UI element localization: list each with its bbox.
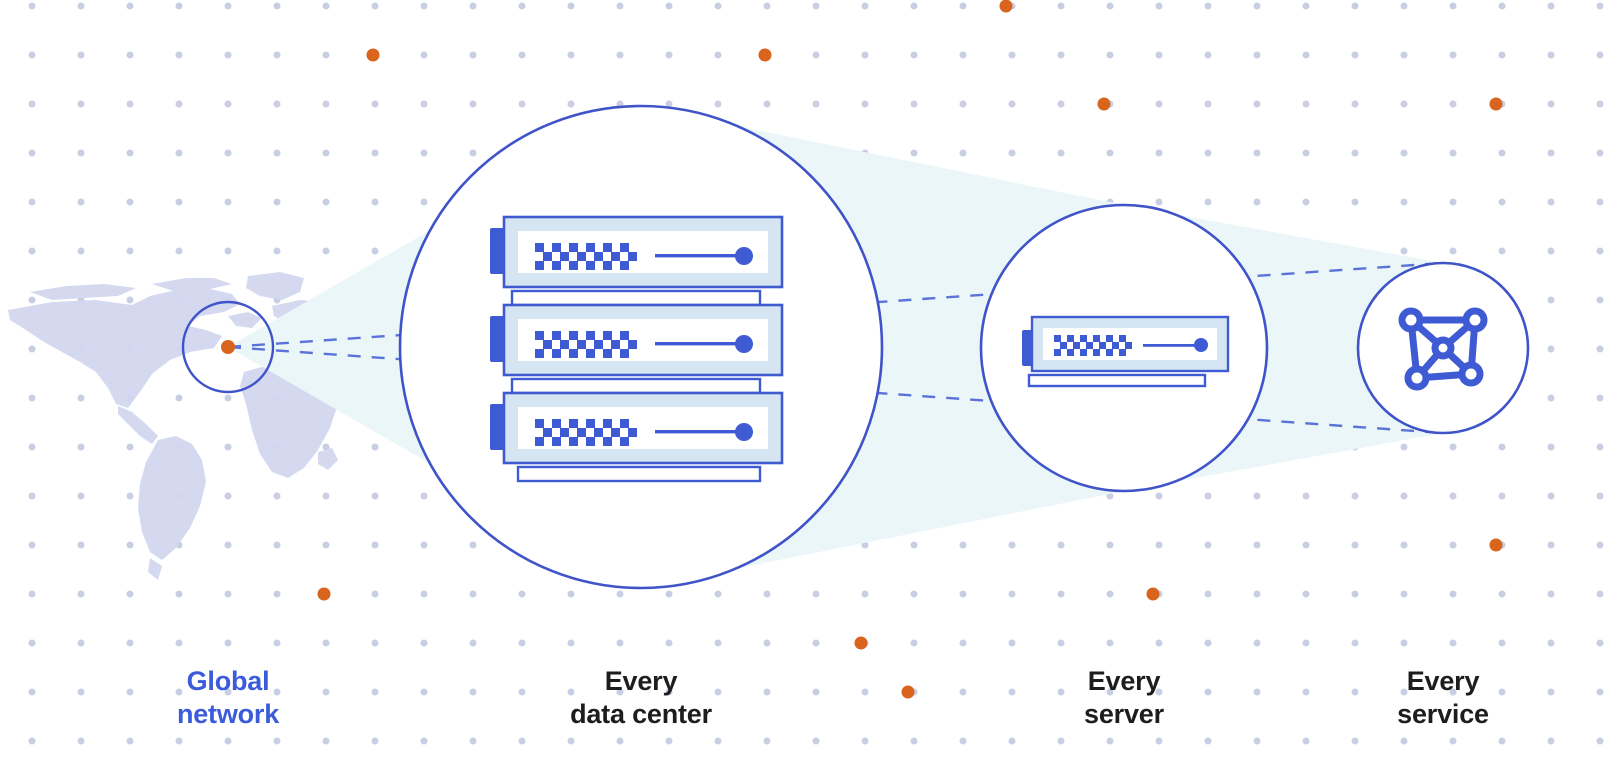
status-line <box>655 342 747 346</box>
service-mesh-nodes <box>1398 307 1488 391</box>
status-led <box>1194 338 1208 352</box>
stage-every-service[interactable] <box>1356 261 1530 435</box>
rack-base-bar <box>516 465 762 483</box>
status-line <box>655 430 747 434</box>
server-unit <box>1022 315 1230 373</box>
status-led <box>735 423 753 441</box>
vent-grid <box>1054 335 1132 356</box>
server-base-bar <box>1027 373 1207 388</box>
status-line <box>1143 344 1197 347</box>
stage-global-network[interactable] <box>181 300 275 394</box>
status-line <box>655 254 747 258</box>
stage-every-server[interactable] <box>979 203 1269 493</box>
server-unit <box>490 215 784 289</box>
stage-every-data-center[interactable] <box>398 104 884 590</box>
accent-dots <box>317 0 1503 699</box>
vent-grid <box>535 419 637 446</box>
global-network-circle <box>181 300 275 394</box>
status-led <box>735 335 753 353</box>
vent-grid <box>535 331 637 358</box>
vent-grid <box>535 243 637 270</box>
server-unit <box>490 391 784 465</box>
status-led <box>735 247 753 265</box>
server-unit <box>490 303 784 377</box>
global-network-marker-dot <box>221 340 235 354</box>
